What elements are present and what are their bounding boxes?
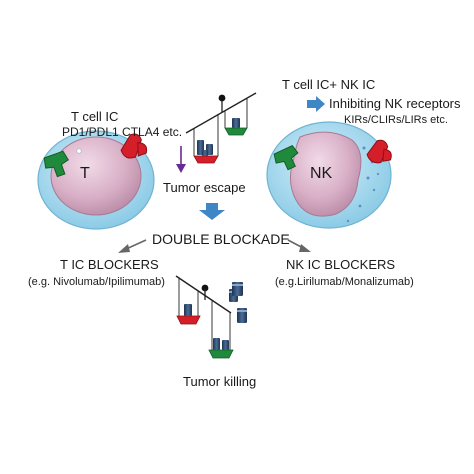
weight bbox=[232, 118, 240, 128]
purple-down-arrow bbox=[176, 146, 186, 173]
balance-killing-green-pan bbox=[208, 349, 234, 359]
balance-killing-red-pan bbox=[176, 315, 201, 325]
blue-down-arrow bbox=[199, 203, 225, 220]
balance-escape-green-pan bbox=[224, 127, 248, 136]
weight bbox=[222, 340, 229, 350]
t-cell bbox=[37, 130, 155, 230]
balance-escape-beam bbox=[185, 92, 257, 134]
balance-killing-beam bbox=[175, 275, 232, 314]
nk-receptors-detail: KIRs/CLIRs/LIRs etc. bbox=[344, 114, 448, 126]
left-cell-title: T cell IC bbox=[71, 109, 119, 124]
weight bbox=[202, 150, 208, 156]
t-cell-red-receptor bbox=[120, 133, 148, 159]
t-cell-granule bbox=[76, 148, 82, 154]
nk-cell-green-receptor bbox=[273, 144, 299, 171]
balance-escape-pivot bbox=[218, 94, 226, 102]
right-grey-arrow bbox=[287, 239, 311, 252]
nk-cell-nucleus bbox=[290, 131, 362, 217]
t-cell-label: T bbox=[80, 165, 90, 182]
weight bbox=[184, 304, 192, 316]
tumor-escape-label: Tumor escape bbox=[163, 180, 246, 195]
blue-right-arrow bbox=[307, 96, 325, 112]
nk-ic-blockers-example: (e.g.Lirilumab/Monalizumab) bbox=[275, 276, 414, 288]
balance-escape-red-pan bbox=[193, 155, 219, 164]
nk-cell bbox=[266, 121, 392, 229]
balance-killing bbox=[175, 275, 234, 359]
t-ic-blockers-example: (e.g. Nivolumab/Ipilimumab) bbox=[28, 276, 165, 288]
t-cell-green-receptor bbox=[43, 150, 69, 178]
nk-cell-red-receptor bbox=[366, 139, 392, 164]
nk-receptors-bullet: Inhibiting NK receptors bbox=[329, 96, 461, 111]
t-cell-nucleus bbox=[50, 136, 142, 216]
double-blockade-label: DOUBLE BLOCKADE bbox=[152, 231, 290, 247]
nk-cell-label: NK bbox=[310, 165, 333, 182]
removed-weights bbox=[229, 282, 247, 323]
balance-escape bbox=[185, 92, 257, 164]
balance-killing-pivot bbox=[201, 284, 209, 292]
left-grey-arrow bbox=[118, 239, 147, 253]
right-cell-title: T cell IC+ NK IC bbox=[282, 77, 376, 92]
t-ic-blockers-title: T IC BLOCKERS bbox=[60, 257, 159, 272]
left-cell-subtitle: PD1/PDL1 CTLA4 etc. bbox=[62, 125, 183, 139]
tumor-killing-label: Tumor killing bbox=[183, 374, 257, 389]
nk-ic-blockers-title: NK IC BLOCKERS bbox=[286, 257, 396, 272]
weight bbox=[213, 338, 220, 350]
